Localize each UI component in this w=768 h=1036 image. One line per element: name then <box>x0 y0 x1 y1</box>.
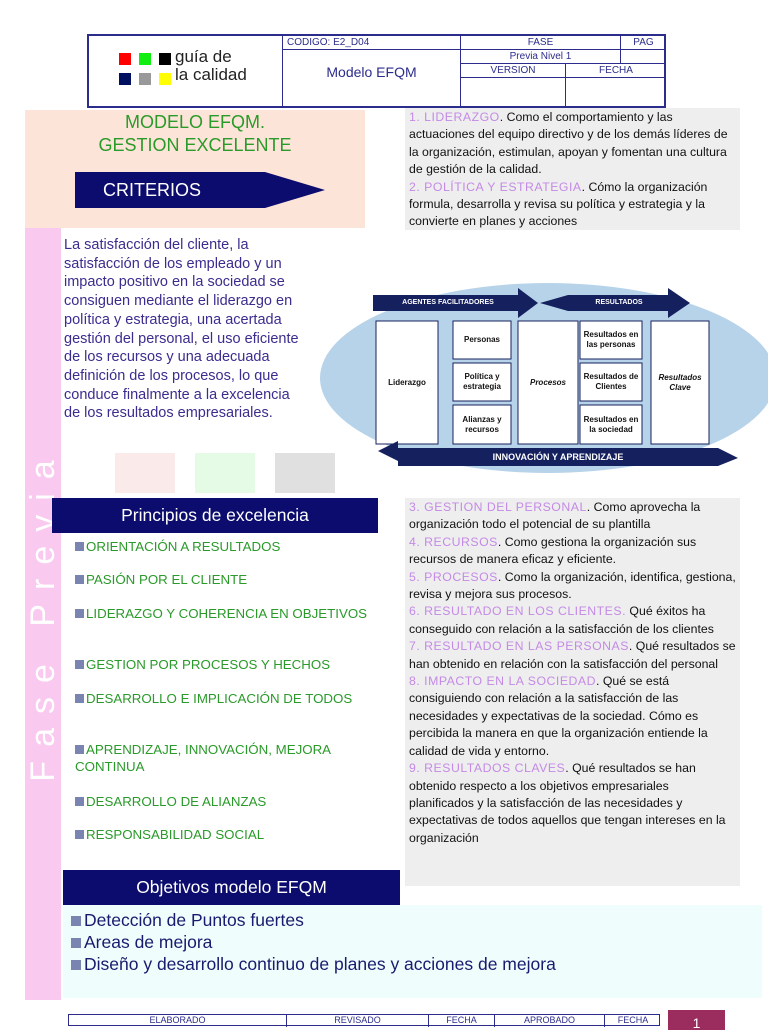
fecha-label: FECHA <box>565 64 666 78</box>
efqm-diagram: AGENTES FACILITADORES RESULTADOS Lideraz… <box>318 283 768 478</box>
innovacion-label: INNOVACIÓN Y APRENDIZAJE <box>492 452 624 462</box>
logo-line-2: la calidad <box>175 65 247 84</box>
agentes-arrow <box>373 288 538 318</box>
intro-paragraph: La satisfacción del cliente, la satisfac… <box>64 237 299 422</box>
page-subtitle: GESTION EXCELENTE <box>98 135 292 155</box>
version-label: VERSION <box>460 64 565 78</box>
bullet-icon <box>75 745 84 754</box>
revisado-label: REVISADO <box>287 1015 429 1027</box>
principle-item: ORIENTACIÓN A RESULTADOS <box>75 538 375 555</box>
page-title: MODELO EFQM. <box>124 112 265 132</box>
criterion-7: 7. RESULTADO EN LAS PERSONAS. Qué result… <box>409 639 736 671</box>
bullet-icon <box>75 797 84 806</box>
version-value <box>460 78 565 108</box>
pag-label: PAG <box>620 36 666 50</box>
efqm-diagram-shapes <box>320 283 768 473</box>
principle-item: GESTION POR PROCESOS Y HECHOS <box>75 656 375 673</box>
criterion-3: 3. GESTION DEL PERSONAL. Como aprovecha … <box>409 500 701 532</box>
elaborado-label: ELABORADO <box>69 1015 287 1027</box>
bullet-icon <box>75 660 84 669</box>
resultados-label: RESULTADOS <box>595 299 643 306</box>
innovacion-arrow <box>378 441 738 466</box>
bullet-icon <box>71 916 81 926</box>
page-number: 1 <box>668 1010 725 1031</box>
principios-title: Principios de excelencia <box>52 498 378 533</box>
footer-table: ELABORADO REVISADO FECHA APROBADO FECHA <box>68 1014 660 1027</box>
objective-item: Areas de mejora <box>71 931 754 953</box>
box-res-clientes: Resultados de Clientes <box>583 372 639 391</box>
bullet-icon <box>71 960 81 970</box>
fase-value: Previa Nivel 1 <box>460 50 620 64</box>
side-strip: Fase Previa <box>25 228 61 1000</box>
criteria-top-box: 1. LIDERAZGO. Como el comportamiento y l… <box>405 108 740 230</box>
criterion-1: 1. LIDERAZGO. Como el comportamiento y l… <box>409 110 728 177</box>
aprobado-label: APROBADO <box>495 1015 605 1027</box>
criterion-2: 2. POLÍTICA Y ESTRATEGIA. Cómo la organi… <box>409 179 708 229</box>
objective-item: Diseño y desarrollo continuo de planes y… <box>71 953 754 975</box>
objetivos-title: Objetivos modelo EFQM <box>63 870 400 905</box>
agentes-label: AGENTES FACILITADORES <box>402 299 494 306</box>
title-panel <box>25 110 365 228</box>
criterion-4: 4. RECURSOS. Como gestiona la organizaci… <box>409 534 697 567</box>
bullet-icon <box>75 694 84 703</box>
principle-item: DESARROLLO DE ALIANZAS <box>75 793 375 810</box>
criterion-9: 9. RESULTADOS CLAVES. Qué resultados se … <box>409 761 726 845</box>
bullet-icon <box>75 609 84 618</box>
fecha-value <box>565 78 666 108</box>
objetivos-box: Detección de Puntos fuertes Areas de mej… <box>63 905 762 998</box>
principle-item: RESPONSABILIDAD SOCIAL <box>75 826 375 843</box>
box-res-clave: Resultados Clave <box>658 372 702 392</box>
principle-item: PASIÓN POR EL CLIENTE <box>75 571 375 588</box>
box-politica: Política y estrategia <box>463 372 501 391</box>
fase-label: FASE <box>460 36 620 50</box>
criterion-5: 5. PROCESOS. Como la organización, ident… <box>409 569 736 602</box>
box-res-sociedad: Resultados en la sociedad <box>583 414 639 434</box>
bullet-icon <box>75 542 84 551</box>
document-header: guía de la calidad CODIGO: E2_D04 Modelo… <box>87 34 666 108</box>
fecha-label: FECHA <box>429 1015 495 1027</box>
principle-item: LIDERAZGO Y COHERENCIA EN OBJETIVOS <box>75 605 375 622</box>
box-procesos: Procesos <box>529 377 567 387</box>
principle-item: APRENDIZAJE, INNOVACIÓN, MEJORA CONTINUA <box>75 742 331 774</box>
criterios-arrow <box>75 172 325 208</box>
criteria-bottom-box: 3. GESTION DEL PERSONAL. Como aprovecha … <box>405 498 740 886</box>
objective-item: Detección de Puntos fuertes <box>71 909 754 931</box>
fecha-label: FECHA <box>617 1015 649 1025</box>
criterion-8: 8. IMPACTO EN LA SOCIEDAD. Qué se está c… <box>409 674 708 758</box>
bullet-icon <box>71 938 81 948</box>
criterios-label: CRITERIOS <box>103 180 202 200</box>
bullet-icon <box>75 575 84 584</box>
codigo: CODIGO: E2_D04 <box>282 36 460 50</box>
box-res-personas: Resultados en las personas <box>583 330 639 349</box>
logo-line-1: guía de <box>175 47 232 66</box>
doc-title: Modelo EFQM <box>282 50 460 108</box>
box-personas: Personas <box>463 335 501 344</box>
fase-previa-watermark: Fase Previa <box>25 446 61 782</box>
principle-item: DESARROLLO E IMPLICACIÓN DE TODOS <box>75 690 375 707</box>
resultados-arrow <box>540 288 690 318</box>
criterion-6: 6. RESULTADO EN LOS CLIENTES. Qué éxitos… <box>409 604 714 636</box>
box-liderazgo: Liderazgo <box>388 377 426 387</box>
bullet-icon <box>75 830 84 839</box>
box-alianzas: Alianzas y recursos <box>462 414 502 434</box>
pag-value <box>620 50 666 64</box>
